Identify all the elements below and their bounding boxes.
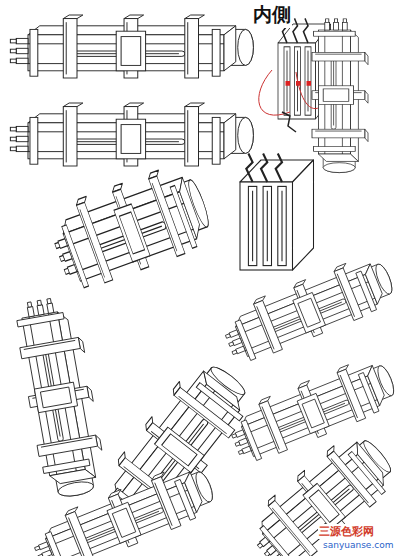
view-label: 内側 [252, 2, 292, 28]
device-end-view [240, 153, 314, 270]
device-view [240, 426, 400, 556]
device-view [217, 250, 399, 367]
device-view [26, 458, 219, 556]
device-view [10, 15, 253, 78]
device-view [12, 294, 108, 500]
watermark: 三源色彩网 [318, 524, 375, 539]
device-view [312, 19, 368, 173]
device-view [43, 159, 217, 294]
watermark-url: sanyuanse.com [322, 540, 394, 550]
device-view [10, 103, 253, 166]
